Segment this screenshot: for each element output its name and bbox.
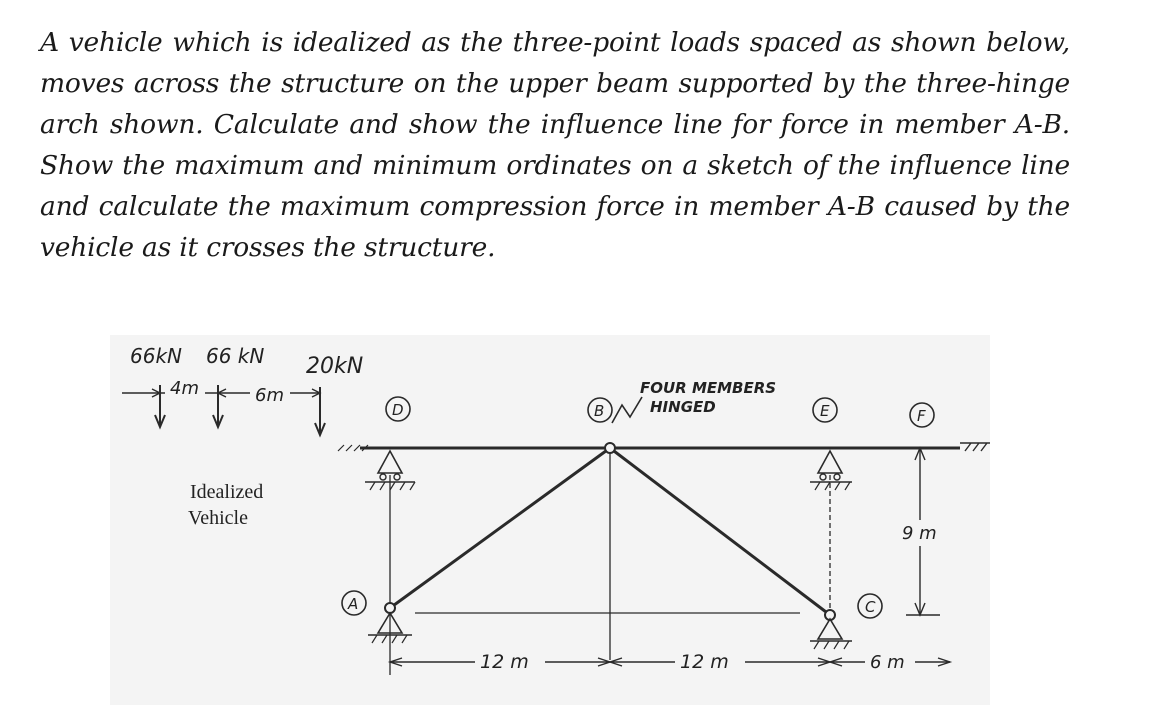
node-D-label: D <box>392 401 404 419</box>
load-arrow-1-head <box>154 414 166 430</box>
roller-E <box>816 449 844 474</box>
note-line2: HINGED <box>650 398 716 416</box>
node-B-circle <box>587 397 613 423</box>
spacing-1-label: 4m <box>170 378 199 399</box>
node-B-label: B <box>594 402 604 420</box>
node-E-label: E <box>820 402 830 420</box>
load-3-label: 20kN <box>306 354 363 379</box>
member-B-C <box>609 446 831 617</box>
wall-F <box>960 442 990 452</box>
load-1-label: 66kN <box>130 344 182 368</box>
pin-A <box>376 611 404 634</box>
node-markers <box>341 396 935 619</box>
spacing-tick-a <box>151 388 162 398</box>
node-D-circle <box>385 396 411 422</box>
node-F-label: F <box>917 407 926 425</box>
node-F-circle <box>909 402 935 428</box>
spacing-tick-b <box>216 388 227 398</box>
dim-overhang-label: 6 m <box>870 652 905 673</box>
dim-height-label: 9 m <box>902 523 937 544</box>
structure-figure: 66kN 66 kN 20kN 4m 6m Idealized Vehicle <box>110 335 990 705</box>
problem-statement: A vehicle which is idealized as the thre… <box>40 27 1070 263</box>
note-line1: FOUR MEMBERS <box>640 379 776 397</box>
hinge-B <box>604 442 616 454</box>
load-2-label: 66 kN <box>206 344 264 368</box>
node-C-label: C <box>865 598 876 616</box>
member-A-B <box>389 446 611 610</box>
node-C-circle <box>857 593 883 619</box>
load-arrow-3-head <box>314 422 326 438</box>
node-A-circle <box>341 590 367 616</box>
roller-D <box>376 449 404 474</box>
node-E-circle <box>812 397 838 423</box>
dim-left-label: 12 m <box>480 651 529 673</box>
vehicle-label-line1: Idealized <box>190 481 263 503</box>
pin-C <box>816 617 844 640</box>
spacing-tick-c <box>311 388 322 398</box>
note-leader <box>611 396 643 424</box>
load-arrow-2-head <box>212 414 224 430</box>
dim-right-label: 12 m <box>680 651 729 673</box>
vehicle-label-line2: Vehicle <box>188 507 248 529</box>
spacing-2-label: 6m <box>255 385 284 406</box>
node-A-label: A <box>347 595 358 613</box>
